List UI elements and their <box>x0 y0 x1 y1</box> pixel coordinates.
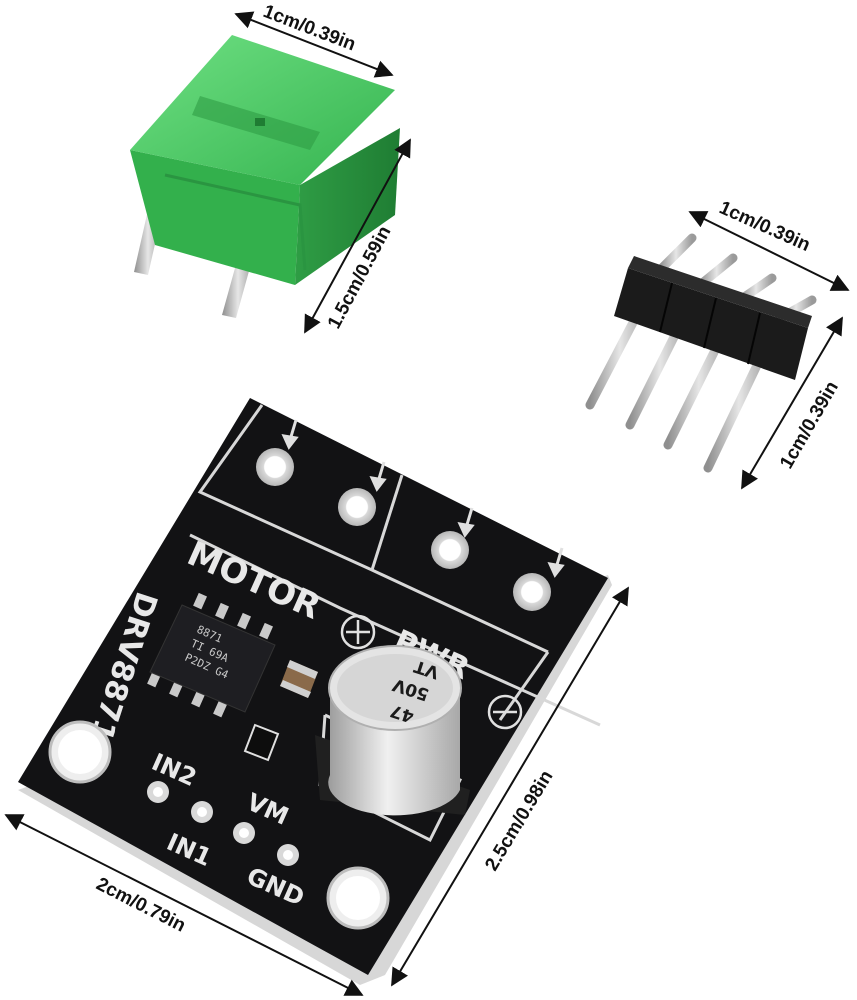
smd-resistor <box>243 723 280 762</box>
terminal-screw-dot <box>255 118 265 126</box>
driver-ic: 8871 TI 69A P2DZ G4 <box>147 592 276 718</box>
terminal-ridge <box>164 173 307 271</box>
ic-body <box>149 604 276 713</box>
pin-header <box>585 233 817 473</box>
ic-pins-top <box>193 592 274 640</box>
smd-capacitor <box>280 660 318 698</box>
header-plastic-top <box>628 256 812 328</box>
header-height-label: 1cm/0.39in <box>776 378 843 473</box>
header-width-label: 1cm/0.39in <box>716 197 813 256</box>
electrolytic-capacitor: 47 50V VT <box>315 645 470 816</box>
terminal-body-front <box>130 150 300 285</box>
plus-icon <box>340 614 376 650</box>
arrow-icon <box>281 419 565 578</box>
